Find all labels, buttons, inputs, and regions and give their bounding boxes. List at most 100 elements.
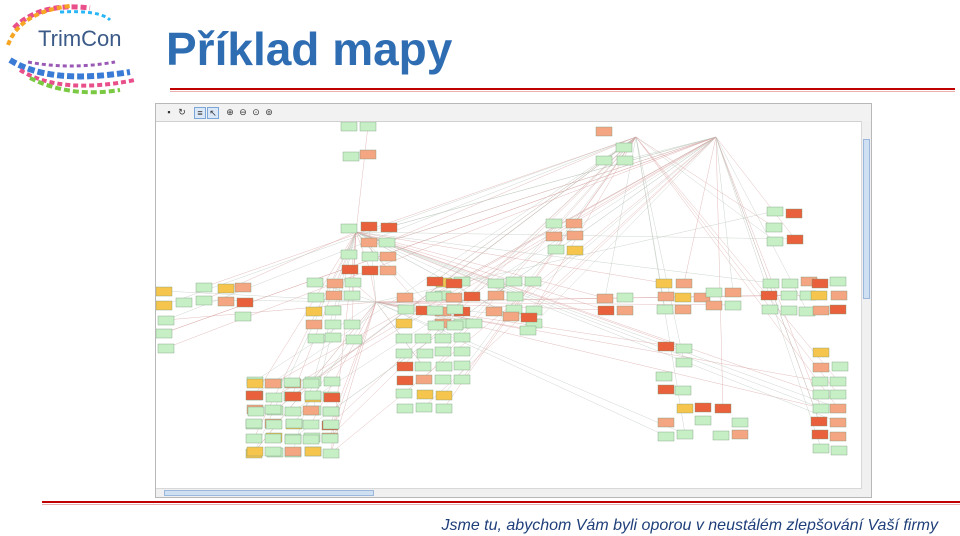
map-node[interactable] — [245, 433, 263, 444]
map-node[interactable] — [345, 334, 363, 345]
map-node[interactable] — [694, 402, 712, 413]
map-node[interactable] — [675, 278, 693, 289]
map-node[interactable] — [829, 417, 847, 428]
map-node[interactable] — [305, 319, 323, 330]
process-map-canvas[interactable] — [156, 122, 861, 488]
map-node[interactable] — [324, 332, 342, 343]
map-node[interactable] — [760, 290, 778, 301]
map-node[interactable] — [453, 332, 471, 343]
vertical-scrollbar[interactable] — [861, 121, 871, 497]
map-node[interactable] — [616, 305, 634, 316]
save-icon[interactable]: ▪ — [167, 107, 171, 117]
map-node[interactable] — [264, 446, 282, 457]
map-node[interactable] — [463, 291, 481, 302]
map-node[interactable] — [344, 277, 362, 288]
map-node[interactable] — [724, 287, 742, 298]
map-node[interactable] — [343, 290, 361, 301]
map-node[interactable] — [361, 265, 379, 276]
map-node[interactable] — [324, 305, 342, 316]
map-node[interactable] — [714, 403, 732, 414]
map-node[interactable] — [446, 304, 464, 315]
map-node[interactable] — [830, 445, 848, 456]
map-node[interactable] — [426, 305, 444, 316]
map-node[interactable] — [283, 377, 301, 388]
map-node[interactable] — [264, 378, 282, 389]
map-node[interactable] — [234, 282, 252, 293]
map-node[interactable] — [445, 278, 463, 289]
map-node[interactable] — [395, 348, 413, 359]
zoom-fit-icon[interactable]: ⊚ — [265, 107, 273, 117]
map-node[interactable] — [505, 276, 523, 287]
map-node[interactable] — [453, 346, 471, 357]
map-node[interactable] — [324, 319, 342, 330]
map-node[interactable] — [195, 295, 213, 306]
map-node[interactable] — [766, 206, 784, 217]
map-node[interactable] — [731, 417, 749, 428]
map-node[interactable] — [396, 361, 414, 372]
map-node[interactable] — [302, 405, 320, 416]
map-node[interactable] — [415, 402, 433, 413]
map-node[interactable] — [657, 341, 675, 352]
map-node[interactable] — [766, 236, 784, 247]
map-node[interactable] — [379, 265, 397, 276]
map-node[interactable] — [360, 221, 378, 232]
map-node[interactable] — [657, 291, 675, 302]
map-node[interactable] — [434, 374, 452, 385]
map-node[interactable] — [595, 155, 613, 166]
map-node[interactable] — [395, 388, 413, 399]
map-node[interactable] — [157, 343, 175, 354]
map-node[interactable] — [615, 142, 633, 153]
map-node[interactable] — [265, 392, 283, 403]
map-node[interactable] — [829, 403, 847, 414]
map-node[interactable] — [264, 433, 282, 444]
map-node[interactable] — [811, 278, 829, 289]
map-node[interactable] — [524, 276, 542, 287]
map-node[interactable] — [284, 434, 302, 445]
map-node[interactable] — [246, 446, 264, 457]
map-node[interactable] — [156, 286, 173, 297]
map-node[interactable] — [321, 433, 339, 444]
map-node[interactable] — [326, 278, 344, 289]
map-node[interactable] — [655, 371, 673, 382]
map-node[interactable] — [520, 312, 538, 323]
map-node[interactable] — [285, 418, 303, 429]
map-node[interactable] — [780, 305, 798, 316]
map-node[interactable] — [731, 429, 749, 440]
map-node[interactable] — [342, 151, 360, 162]
zoom-in-icon[interactable]: ⊕ — [226, 107, 234, 117]
map-node[interactable] — [397, 304, 415, 315]
map-node[interactable] — [445, 292, 463, 303]
map-node[interactable] — [829, 431, 847, 442]
map-node[interactable] — [302, 434, 320, 445]
map-node[interactable] — [566, 245, 584, 256]
map-node[interactable] — [656, 304, 674, 315]
map-node[interactable] — [811, 429, 829, 440]
map-node[interactable] — [786, 234, 804, 245]
map-node[interactable] — [322, 448, 340, 459]
map-node[interactable] — [565, 218, 583, 229]
map-node[interactable] — [380, 222, 398, 233]
zoom-out-icon[interactable]: ⊖ — [239, 107, 247, 117]
map-node[interactable] — [829, 276, 847, 287]
map-node[interactable] — [340, 249, 358, 260]
map-node[interactable] — [195, 282, 213, 293]
map-node[interactable] — [378, 237, 396, 248]
map-node[interactable] — [304, 446, 322, 457]
map-node[interactable] — [616, 292, 634, 303]
map-node[interactable] — [396, 403, 414, 414]
map-node[interactable] — [341, 264, 359, 275]
map-node[interactable] — [284, 391, 302, 402]
map-node[interactable] — [566, 230, 584, 241]
map-node[interactable] — [780, 290, 798, 301]
map-node[interactable] — [657, 431, 675, 442]
map-node[interactable] — [465, 318, 483, 329]
vertical-scroll-thumb[interactable] — [863, 139, 870, 299]
map-node[interactable] — [236, 297, 254, 308]
map-node[interactable] — [156, 300, 173, 311]
map-node[interactable] — [674, 385, 692, 396]
map-node[interactable] — [396, 292, 414, 303]
map-node[interactable] — [425, 291, 443, 302]
map-node[interactable] — [322, 406, 340, 417]
map-node[interactable] — [434, 346, 452, 357]
map-node[interactable] — [247, 406, 265, 417]
